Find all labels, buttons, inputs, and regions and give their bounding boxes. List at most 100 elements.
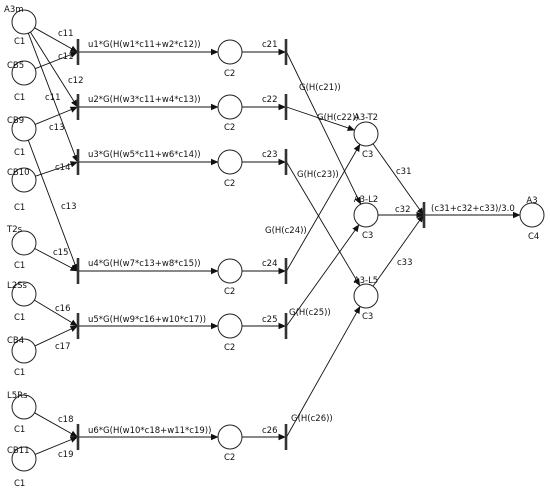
- place-cb5: [11, 60, 37, 86]
- place-t2s: [11, 230, 37, 256]
- place-name-cb9: CB9: [7, 116, 24, 126]
- arc-s23-to-l5: [286, 161, 361, 287]
- place-type-t2s: C1: [14, 261, 25, 271]
- arc-cb4-to-t5: [34, 325, 78, 347]
- arc-label-s26-l5: G(H(c26)): [291, 414, 333, 424]
- transition-label-t3: u3*G(H(w5*c11+w6*c14)): [88, 150, 201, 160]
- place-l2: [353, 202, 379, 228]
- arc-label-l5-tf: c33: [397, 258, 413, 268]
- place-a3: [519, 202, 545, 228]
- place-name-cb11: CB11: [7, 446, 30, 456]
- place-name-cb5: CB5: [7, 61, 24, 71]
- arc-l5rs-to-t6: [34, 412, 78, 438]
- nodes-layer: [11, 9, 545, 472]
- arc-s22-to-t2: [286, 106, 356, 131]
- arcs-layer: [27, 27, 521, 455]
- arc-label-cb9-t2: c13: [49, 123, 65, 133]
- arc-label-a3m-t2: c11: [58, 52, 74, 62]
- place-type-p23: C2: [224, 179, 235, 189]
- place-type-l2ss: C1: [14, 313, 25, 323]
- arc-label-p25-s25: c25: [262, 315, 278, 325]
- place-type-p21: C2: [224, 69, 235, 79]
- place-a3m: [11, 9, 37, 35]
- arc-cb10-to-t3: [35, 161, 78, 177]
- place-type-p25: C2: [224, 343, 235, 353]
- arc-label-cb9-t4: c13: [61, 202, 77, 212]
- place-type-p26: C2: [224, 453, 235, 463]
- place-l5rs: [11, 394, 37, 420]
- arc-s24-to-t2: [286, 143, 361, 272]
- place-name-l2ss: L2Ss: [7, 281, 28, 291]
- place-type-cb10: C1: [14, 203, 25, 213]
- arc-a3m-to-t2: [30, 31, 78, 108]
- arc-t2-to-tf: [372, 143, 424, 216]
- place-type-a3m: C1: [14, 37, 25, 47]
- place-name-l5rs: L5Rs: [7, 391, 28, 401]
- place-name-a3m: A3m: [4, 5, 24, 15]
- arc-label-cb5-t1: c12: [68, 76, 84, 86]
- arc-label-s23-l5: G(H(c23)): [297, 170, 339, 180]
- arc-a3m-to-t1: [34, 27, 78, 53]
- arc-label-t2-tf: c31: [396, 167, 412, 177]
- place-p23: [217, 149, 243, 175]
- place-type-t2: C3: [362, 150, 373, 160]
- arc-label-p24-s24: c24: [262, 259, 278, 269]
- arc-label-p21-s21: c21: [262, 40, 278, 50]
- place-name-a3: A3: [526, 196, 537, 206]
- arc-label-cb11-t6: c19: [58, 450, 74, 460]
- place-name-cb10: CB10: [7, 168, 30, 178]
- arc-cb9-to-t2: [34, 106, 78, 125]
- place-type-cb5: C1: [14, 93, 25, 103]
- place-type-l5: C3: [362, 312, 373, 322]
- place-type-cb4: C1: [14, 368, 25, 378]
- arc-label-p26-s26: c26: [262, 426, 278, 436]
- labels-layer: A3mC1CB5C1CB9C1CB10C1T2sC1L2SsC1CB4C1L5R…: [4, 5, 539, 489]
- arc-label-s21-l2: G(H(c21)): [299, 83, 341, 93]
- arc-label-t2s-t4: c15: [53, 248, 69, 258]
- arc-label-s22-t2: G(H(c22)): [317, 113, 359, 123]
- arc-l5-to-tf: [372, 214, 424, 287]
- arc-label-cb10-t3: c14: [55, 163, 71, 173]
- place-name-t2s: T2s: [6, 225, 23, 235]
- arc-t2s-to-t4: [34, 248, 78, 272]
- place-type-p22: C2: [224, 123, 235, 133]
- arc-label-p23-s23: c23: [262, 150, 278, 160]
- place-p21: [217, 39, 243, 65]
- arc-label-s24-t2: G(H(c24)): [265, 226, 307, 236]
- place-p24: [217, 258, 243, 284]
- arc-s26-to-l5: [286, 306, 361, 438]
- place-p22: [217, 94, 243, 120]
- place-l2ss: [11, 281, 37, 307]
- arc-label-l2ss-t5: c16: [55, 304, 71, 314]
- transition-label-t5: u5*G(H(w9*c16+w10*c17)): [88, 315, 206, 325]
- arc-l2ss-to-t5: [34, 299, 78, 327]
- place-name-cb4: CB4: [7, 336, 24, 346]
- arc-label-p22-s22: c22: [262, 95, 278, 105]
- arc-cb9-to-t4: [27, 140, 79, 272]
- place-cb9: [11, 116, 37, 142]
- arc-a3m-to-t3: [27, 33, 78, 163]
- place-p26: [217, 424, 243, 450]
- transition-label-t4: u4*G(H(w7*c13+w8*c15)): [88, 259, 201, 269]
- arc-cb5-to-t1: [35, 51, 78, 70]
- place-cb11: [11, 446, 37, 472]
- arc-s21-to-l2: [286, 51, 362, 205]
- transition-label-tf: (c31+c32+c33)/3.0: [431, 204, 515, 214]
- place-name-l2: A3-L2: [354, 195, 378, 205]
- place-cb10: [11, 167, 37, 193]
- place-type-cb11: C1: [14, 479, 25, 489]
- place-t2: [353, 121, 379, 147]
- arc-s25-to-l2: [286, 224, 360, 327]
- place-type-l2: C3: [362, 231, 373, 241]
- arc-label-a3m-t3: c11: [45, 93, 61, 103]
- place-type-a3: C4: [528, 232, 539, 242]
- place-name-t2: A3-T2: [354, 113, 378, 123]
- place-type-p24: C2: [224, 287, 235, 297]
- arc-label-a3m-t1: c11: [58, 29, 74, 39]
- place-cb4: [11, 338, 37, 364]
- transition-label-t1: u1*G(H(w1*c11+w2*c12)): [88, 40, 201, 50]
- transition-label-t6: u6*G(H(w10*c18+w11*c19)): [88, 426, 211, 436]
- place-type-cb9: C1: [14, 148, 25, 158]
- place-type-l5rs: C1: [14, 425, 25, 435]
